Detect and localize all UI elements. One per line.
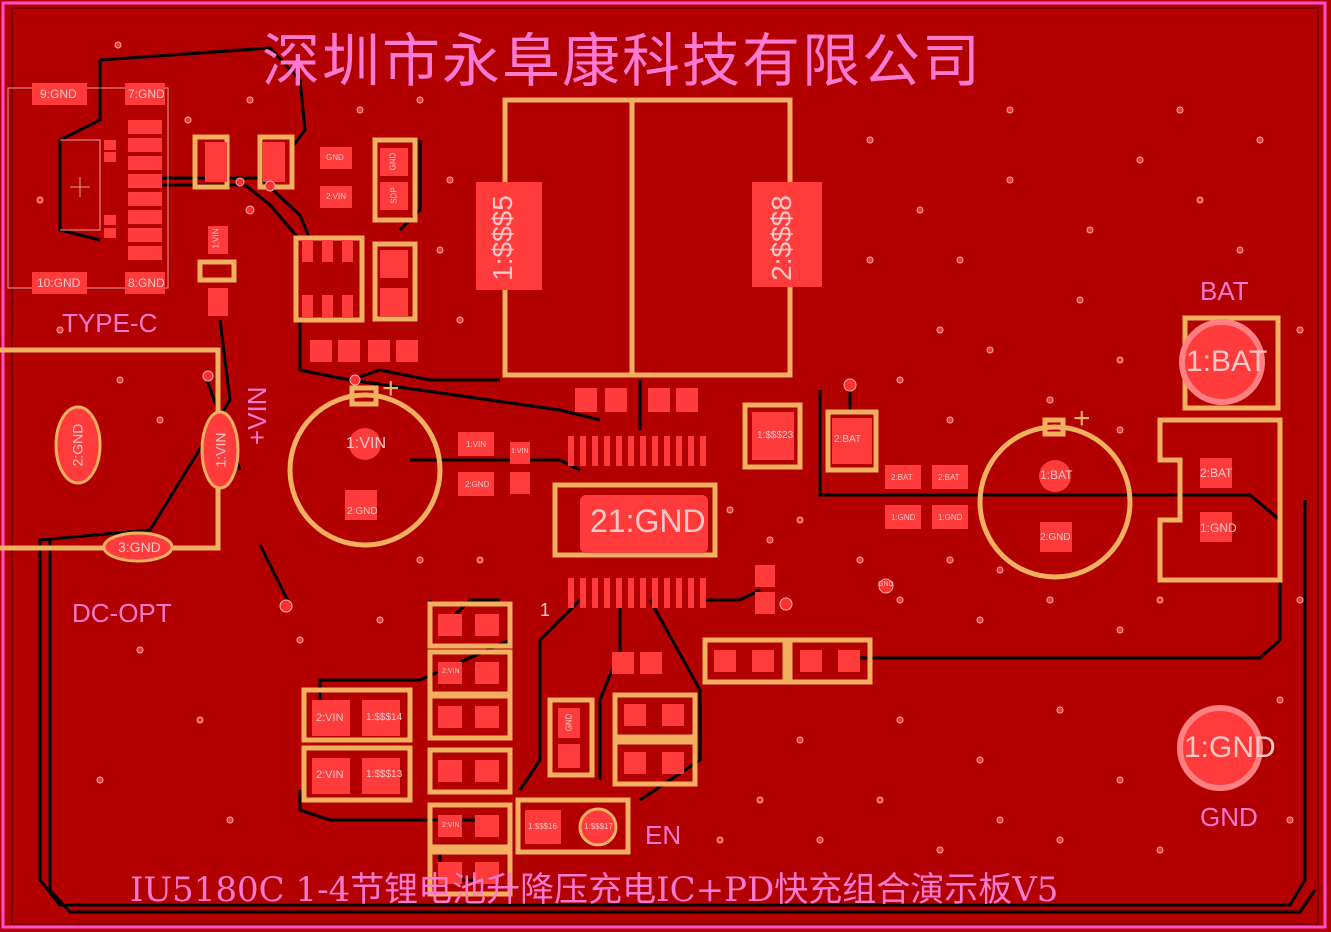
pad-r-13: 1:$$$13 bbox=[366, 769, 403, 780]
pad-d1-sdp: SDP bbox=[389, 187, 399, 204]
pad-usb-10gnd: 10:GND bbox=[37, 276, 81, 290]
pad-gnd-small: GND bbox=[878, 581, 894, 588]
pad-conn-gnd: 1:GND bbox=[1200, 521, 1237, 535]
pad-r-2vin-b: 2:VIN bbox=[316, 769, 344, 781]
pad-r-gnd-vert: GND bbox=[564, 713, 574, 732]
testpoint-gnd: 1:GND bbox=[1184, 731, 1276, 764]
pad-r-vin-small: 1:VIN bbox=[511, 448, 529, 455]
pad-cap1-vin: 1:VIN bbox=[346, 435, 387, 452]
pad-c-1vin: 1:VIN bbox=[211, 228, 221, 249]
pads bbox=[32, 83, 1232, 884]
pad-usb-7gnd: 7:GND bbox=[128, 87, 165, 101]
en-label: EN bbox=[645, 820, 682, 850]
pad-cap2-bat: 1:BAT bbox=[1040, 468, 1073, 482]
pad-r-1vin: 1:VIN bbox=[466, 440, 487, 449]
pad-c-2vin: 2:VIN bbox=[326, 192, 347, 201]
pad-usb-8gnd: 8:GND bbox=[128, 276, 165, 290]
traces bbox=[38, 46, 1317, 914]
pad-usb-9gnd: 9:GND bbox=[40, 87, 77, 101]
dc-opt-label: DC-OPT bbox=[72, 598, 172, 628]
testpoint-bat: 1:BAT bbox=[1186, 345, 1268, 378]
cap2-plus: + bbox=[1073, 402, 1091, 435]
gnd-label: GND bbox=[1200, 802, 1258, 832]
pad-c-2bat-a: 2:BAT bbox=[891, 473, 913, 482]
pad-en-2: 1:$$$17 bbox=[584, 822, 613, 831]
pad-cap1-gnd: 2:GND bbox=[347, 506, 378, 517]
round-pads bbox=[54, 319, 1265, 847]
pad-r-2vin-a: 2:VIN bbox=[316, 712, 344, 724]
pad-c-1gnd-b: 1:GND bbox=[938, 513, 963, 522]
pad-q-23: 1:$$$23 bbox=[757, 430, 794, 441]
pad-d1-gnd: GND bbox=[388, 152, 398, 171]
vias bbox=[36, 41, 1304, 854]
pad-dc-2gnd: 2:GND bbox=[69, 423, 86, 467]
pad-ind1: 1:$$$5 bbox=[486, 195, 518, 281]
pad-c-2bat-b: 2:BAT bbox=[938, 473, 960, 482]
pad-q-bat: 2:BAT bbox=[834, 434, 862, 445]
pad-dc-1vin: 1:VIN bbox=[212, 432, 229, 468]
pad-cap2-gnd: 2:GND bbox=[1040, 532, 1071, 543]
pad-en-1: 1:$$$16 bbox=[528, 822, 557, 831]
pad-ic-gnd: 21:GND bbox=[590, 503, 706, 539]
pad-conn-bat: 2:BAT bbox=[1200, 466, 1233, 480]
board-footer: IU5180C 1-4节锂电池升降压充电IC+PD快充组合演示板V5 bbox=[130, 870, 1059, 910]
pad-r-2vin-col2: 2:VIN bbox=[442, 822, 460, 829]
board-title: 深圳市永阜康科技有限公司 bbox=[262, 27, 983, 95]
pad-r-2vin-col: 2:VIN bbox=[442, 668, 460, 675]
pad-c-1gnd-a: 1:GND bbox=[891, 513, 916, 522]
pad-r-2gnd: 2:GND bbox=[465, 480, 490, 489]
vin-plus-label: +VIN bbox=[242, 386, 272, 445]
pin1-mark: 1 bbox=[540, 600, 551, 620]
bat-label: BAT bbox=[1200, 276, 1249, 306]
pad-r-14: 1:$$$14 bbox=[366, 712, 403, 723]
pad-c-gnd: GND bbox=[326, 153, 344, 162]
pad-ind2: 2:$$$8 bbox=[765, 195, 797, 281]
cap1-plus: + bbox=[382, 372, 400, 405]
pad-dc-3gnd: 3:GND bbox=[118, 539, 161, 555]
type-c-label: TYPE-C bbox=[62, 308, 158, 338]
